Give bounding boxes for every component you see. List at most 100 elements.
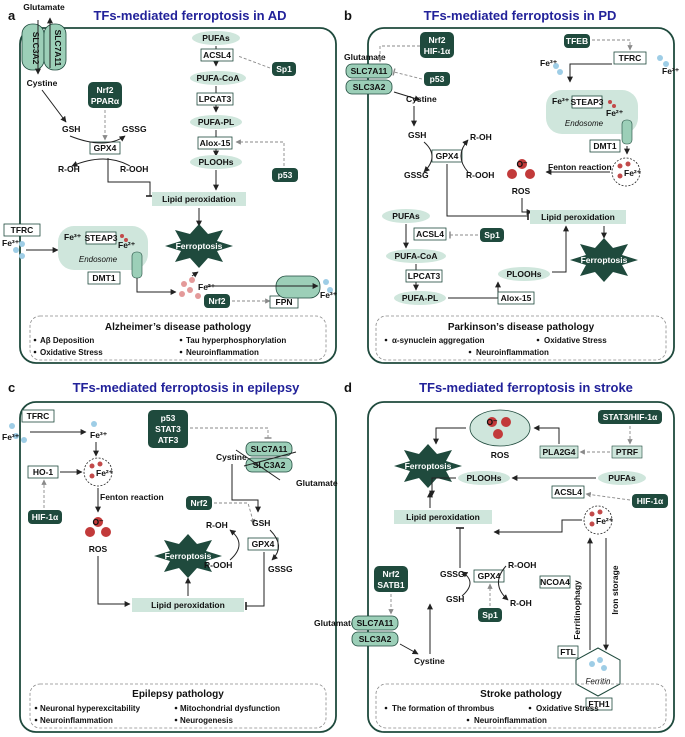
alox15-box [197,136,233,150]
pathology-item: Neuroinflammation [476,348,549,357]
pufa-pl-label: PUFA-PL [402,293,438,303]
ploohs-label: PLOOHs [507,269,542,279]
cell-outline [367,27,675,364]
panel-letter: d [344,380,352,395]
fe2-label: Fe²⁺ [624,168,642,178]
glutamate-label: Glutamate [23,2,65,12]
ferroptosis-label: Ferroptosis [176,241,223,251]
tf-label: Nrf2 [190,498,207,508]
fe3-label: Fe³⁺ [552,96,570,106]
endosome-body [546,90,638,134]
mitochondrion [469,409,531,447]
pathology-box [375,315,667,361]
panel-title: TFs-mediated ferroptosis in PD [424,8,617,23]
pufas-node [192,31,240,45]
cystine-label: Cystine [414,656,445,666]
rooh-label: R-OOH [466,170,494,180]
tf-hif1a [632,494,668,508]
fth1-box [585,697,613,711]
tf-label: TFEB [566,36,588,46]
ploohs-node [498,267,550,281]
ploohs-label: PLOOHs [199,157,234,167]
acsl4-box [413,227,447,241]
tf-label: Sp1 [482,610,498,620]
pathology-item: The formation of thrombus [392,704,495,713]
fpn-label: FPN [276,297,293,307]
panel-b: b TFs-mediated ferroptosis in PD Nrf2 HI… [344,8,680,364]
fth1-label: FTH1 [588,699,610,709]
glutamate-label: Glutamate [344,52,386,62]
panel-title: TFs-mediated ferroptosis in stroke [419,380,633,395]
ptrf-box [611,445,643,459]
ferritin-cage [575,647,621,697]
gsh-label: GSH [62,124,80,134]
tf-nrf2 [186,496,212,510]
roh-label: R-OH [510,598,532,608]
tf-sp1 [478,608,502,622]
panel-title: TFs-mediated ferroptosis in AD [93,8,286,23]
tf-label: p53 [278,170,293,180]
dmt1-label: DMT1 [593,141,616,151]
pathology-title: Alzheimer’s disease pathology [105,322,252,333]
ho1-box [27,465,59,479]
lpcat3-box [196,92,234,106]
tf-label: HIF-1α [637,496,664,506]
panel-title: TFs-mediated ferroptosis in epilepsy [73,380,301,395]
panel-letter: a [8,8,16,23]
pathology-item: Tau hyperphosphorylation [186,336,286,345]
panel-c: c TFs-mediated ferroptosis in epilepsy T… [2,380,338,733]
gpx4-label: GPX4 [478,571,501,581]
pathology-item: Oxidative Stress [40,348,103,357]
gpx4-box [89,141,121,155]
dmt1-protein [621,119,633,145]
steap3-box [571,95,603,109]
pufas-label: PUFAs [202,33,230,43]
rooh-label: R-OOH [120,164,148,174]
o-minus-label: O⁻ [92,517,104,527]
tfrc-box [613,51,647,65]
cystine-label: Cystine [406,94,437,104]
acsl4-label: ACSL4 [203,50,231,60]
gssg-label: GSSG [404,170,429,180]
roh-label: R-OH [470,132,492,142]
dmt1-box [87,271,121,285]
ros-cluster [85,517,111,537]
pufa-pl-label: PUFA-PL [198,117,234,127]
tfrc-label: TFRC [11,225,34,235]
iron-storage-label: Iron storage [610,565,620,614]
pathology-item: Neuroinflammation [186,348,259,357]
acsl4-label: ACSL4 [416,229,444,239]
tf-label: Nrf2 [382,569,399,579]
ferritin-label: Ferritin [586,677,611,686]
fe2-cluster [179,277,201,299]
pathology-item: Neuronal hyperexcitability [40,704,141,713]
tf-label: STAT3/HIF-1α [603,412,658,422]
fe2-label: Fe²⁺ [118,240,136,250]
panel-letter: b [344,8,352,23]
ncoa4-box [539,575,571,589]
ferroptosis-label: Ferroptosis [405,461,452,471]
ros-label: ROS [89,544,108,554]
steap3-label: STEAP3 [84,233,117,243]
fe2-label: Fe²⁺ [96,468,114,478]
ploohs-label: PLOOHs [467,473,502,483]
ferroptosis-label: Ferroptosis [165,551,212,561]
pathology-title: Epilepsy pathology [132,689,224,700]
pathology-item: Aβ Deposition [40,336,94,345]
ploohs-node [190,155,242,169]
rooh-label: R-OOH [508,560,536,570]
slc7a11-protein [245,441,293,457]
slc7a11-protein [345,63,393,79]
tf-nrf2-hif [420,32,454,58]
pla2g4-label: PLA2G4 [542,447,575,457]
alox15-box [497,291,535,305]
cystine-label: Cystine [27,78,58,88]
ferritinophagy-label: Ferritinophagy [572,580,582,640]
pathology-title: Parkinson’s disease pathology [448,322,595,333]
pathology-box [375,683,667,729]
tf-label: STAT3 [155,424,181,434]
lipid-perox-box [132,598,244,612]
pufas-label: PUFAs [608,473,636,483]
tf-label: Nrf2 [96,85,113,95]
fe3-label: Fe³⁺ [2,238,20,248]
